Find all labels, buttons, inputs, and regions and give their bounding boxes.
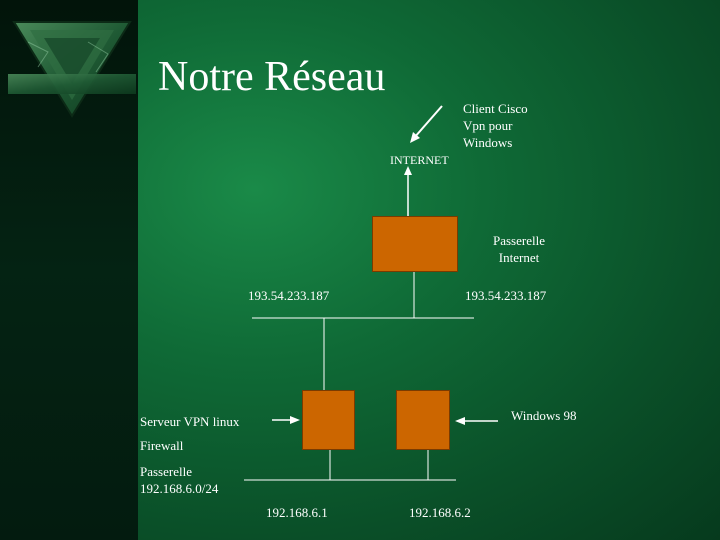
passerelle-lan-label: Passerelle 192.168.6.0/24 <box>140 464 219 496</box>
ip-windows-label: 192.168.6.2 <box>409 505 471 520</box>
slide-title: Notre Réseau <box>158 54 386 100</box>
windows98-label: Windows 98 <box>511 408 577 423</box>
ip-right-label: 193.54.233.187 <box>465 288 547 303</box>
client-arrow-head <box>410 132 420 143</box>
internet-uplink-arrowhead <box>404 166 412 175</box>
marble-triangle-logo-icon <box>8 21 136 118</box>
internet-label: INTERNET <box>390 153 449 167</box>
gateway-internet-box <box>372 216 458 272</box>
ip-server-label: 192.168.6.1 <box>266 505 328 520</box>
server-arrow-head <box>290 416 300 424</box>
gateway-internet-label: Passerelle Internet <box>493 233 545 265</box>
client-cisco-label: Client Cisco Vpn pour Windows <box>463 101 528 150</box>
windows-arrow-head <box>455 417 465 425</box>
client-arrow-line <box>413 105 443 139</box>
vpn-server-box <box>302 390 355 450</box>
windows98-box <box>396 390 450 450</box>
ip-left-label: 193.54.233.187 <box>248 288 330 303</box>
firewall-label: Firewall <box>140 438 184 453</box>
vpn-server-label: Serveur VPN linux <box>140 414 240 429</box>
